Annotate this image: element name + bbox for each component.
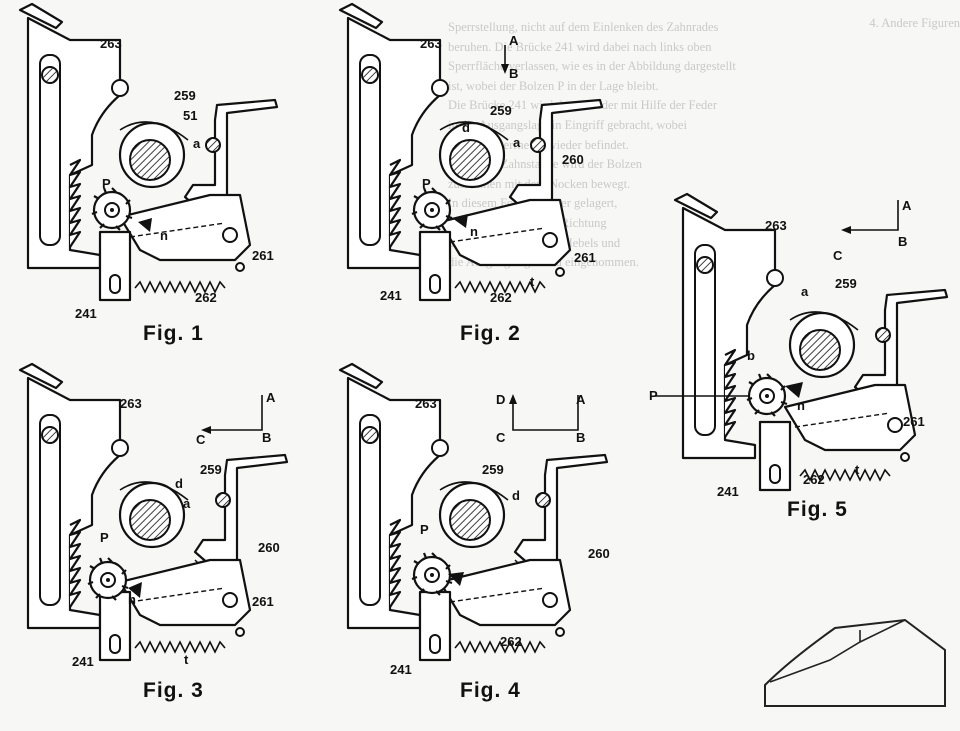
axis-A-fig4: A xyxy=(576,392,586,407)
caption-fig1: Fig. 1 xyxy=(143,322,204,345)
label-263-fig2: 263 xyxy=(420,36,442,51)
label-241-fig3: 241 xyxy=(72,654,94,669)
label-P-fig3: P xyxy=(100,530,109,545)
axis-D-fig4: D xyxy=(496,392,505,407)
axis-C-fig3: C xyxy=(196,432,206,447)
label-259-fig5: 259 xyxy=(835,276,857,291)
label-P-fig5: P xyxy=(649,388,658,403)
label-d-fig4: d xyxy=(512,488,520,503)
axis-C-fig5: C xyxy=(833,248,843,263)
label-263-fig4: 263 xyxy=(415,396,437,411)
axis-B-fig5: B xyxy=(898,234,907,249)
label-262-fig4: 262 xyxy=(500,634,522,649)
label-263-fig1: 263 xyxy=(100,36,122,51)
label-241-fig5: 241 xyxy=(717,484,739,499)
label-b-fig5: b xyxy=(747,348,755,363)
background-text-line: Sperrstellung, nicht auf dem Einlenken d… xyxy=(448,20,719,34)
label-261-fig3: 261 xyxy=(252,594,274,609)
label-241-fig2: 241 xyxy=(380,288,402,303)
label-259-fig3: 259 xyxy=(200,462,222,477)
label-262-fig5: 262 xyxy=(803,472,825,487)
axis-B-fig2: B xyxy=(509,66,518,81)
label-d-fig3: d xyxy=(175,476,183,491)
label-241-fig1: 241 xyxy=(75,306,97,321)
axis-B-fig4: B xyxy=(576,430,585,445)
figure-3: A B C 263 d 259 a 260 P n 261 t 241 Fig.… xyxy=(18,362,289,702)
label-260-fig4: 260 xyxy=(588,546,610,561)
label-260-fig3: 260 xyxy=(258,540,280,555)
background-text-right: 4. Andere Figuren xyxy=(869,16,960,30)
axis-A-fig2: A xyxy=(509,33,519,48)
label-n-fig2: n xyxy=(470,224,478,239)
label-t-fig5: t xyxy=(855,462,860,477)
figure-2: A B 263 259 d a 260 P n 261 t 262 241 Fi… xyxy=(338,2,604,345)
caption-fig2: Fig. 2 xyxy=(460,322,521,345)
label-241-fig4: 241 xyxy=(390,662,412,677)
pawl-arrow-fig1 xyxy=(138,218,152,232)
axis-A-fig5: A xyxy=(902,198,912,213)
label-P-fig2: P xyxy=(422,176,431,191)
figure-4: D A C B 263 259 d 260 P 262 241 Fig. 4 xyxy=(338,362,610,702)
label-t-fig2: t xyxy=(530,274,535,289)
label-259-fig2: 259 xyxy=(490,103,512,118)
axis-A-fig3: A xyxy=(266,390,276,405)
label-t-fig3: t xyxy=(184,652,189,667)
label-51-fig1: 51 xyxy=(183,108,197,123)
label-n-fig5: n xyxy=(797,398,805,413)
label-a-fig1: a xyxy=(193,136,201,151)
label-a-fig3: a xyxy=(183,496,191,511)
label-d-fig2: d xyxy=(462,120,470,135)
label-a-fig5: a xyxy=(801,284,809,299)
caption-fig3: Fig. 3 xyxy=(143,679,204,702)
label-261-fig2: 261 xyxy=(574,250,596,265)
background-text-left: Sperrstellung, nicht auf dem Einlenken d… xyxy=(448,18,960,278)
figure-5: A B C 263 a 259 b P n 261 t 262 241 Fig.… xyxy=(649,192,949,521)
label-259-fig4: 259 xyxy=(482,462,504,477)
profile-sketch xyxy=(764,618,946,707)
label-n-fig1: n xyxy=(160,228,168,243)
label-259-fig1: 259 xyxy=(174,88,196,103)
label-262-fig1: 262 xyxy=(195,290,217,305)
label-n-fig3: n xyxy=(128,592,136,607)
label-263-fig5: 263 xyxy=(765,218,787,233)
label-261-fig1: 261 xyxy=(252,248,274,263)
axis-C-fig4: C xyxy=(496,430,506,445)
caption-fig4: Fig. 4 xyxy=(460,679,521,702)
background-text-line: ist, wobei der Bolzen P in der Lage blei… xyxy=(448,78,659,93)
label-a-fig2: a xyxy=(513,135,521,150)
axis-B-fig3: B xyxy=(262,430,271,445)
label-P-fig4: P xyxy=(420,522,429,537)
label-262-fig2: 262 xyxy=(490,290,512,305)
background-text-line: Sperrfläche verlassen, wie es in der Abb… xyxy=(448,59,736,74)
label-261-fig5: 261 xyxy=(903,414,925,429)
label-263-fig3: 263 xyxy=(120,396,142,411)
label-P-fig1: P xyxy=(102,176,111,191)
label-260-fig2: 260 xyxy=(562,152,584,167)
cam-259-fig1 xyxy=(118,120,190,189)
caption-fig5: Fig. 5 xyxy=(787,498,848,521)
figure-1: 263 259 51 a P n 261 262 241 Fig. 1 xyxy=(18,2,279,345)
background-text-line: beruhen. Die Brücke 241 wird dabei nach … xyxy=(448,39,712,54)
